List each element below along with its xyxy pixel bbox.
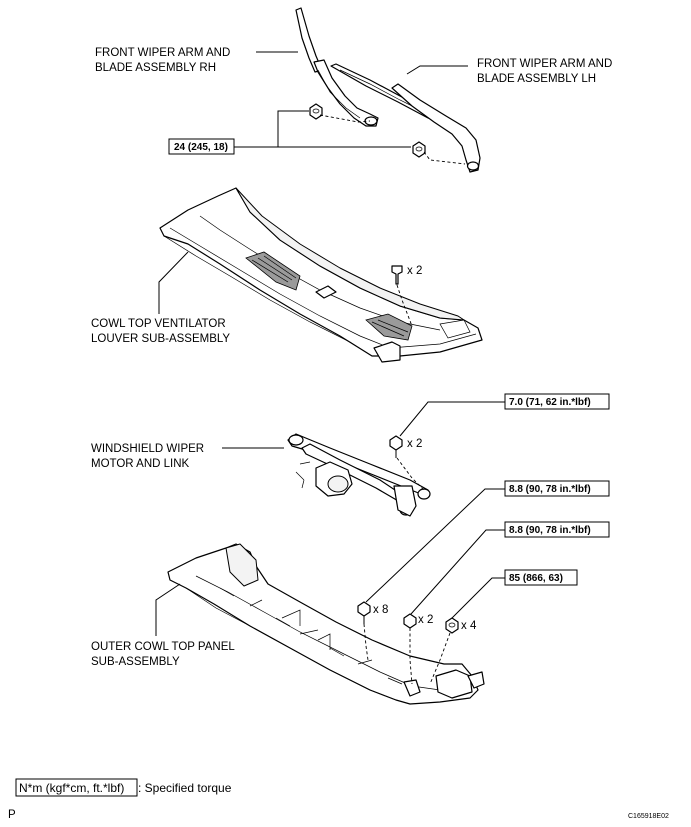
wiper-motor-link-drawing xyxy=(287,433,431,517)
label-wiper-motor-line1: WINDSHIELD WIPER xyxy=(91,443,204,455)
leader-cowl-nut xyxy=(451,577,505,619)
torque-cowl-nut: 85 (866, 63) xyxy=(509,573,563,584)
torque-box-cowl-nut xyxy=(504,569,578,586)
motor-bolt-dashline xyxy=(396,457,425,491)
cowl-nut xyxy=(445,617,459,634)
leader-cowl-bolt-b xyxy=(410,529,505,615)
qty-cowl-bolt-a: x 8 xyxy=(373,604,388,616)
legend-description: : Specified torque xyxy=(138,781,232,795)
leader-cowl-bolt-a xyxy=(365,488,505,603)
leader-wiper-nut xyxy=(234,110,411,148)
wiper-arm-nut-lower xyxy=(412,141,426,158)
cowl-louver-drawing xyxy=(159,187,483,363)
qty-cowl-nut: x 4 xyxy=(461,620,477,632)
label-wiper-lh-line1: FRONT WIPER ARM AND xyxy=(477,58,612,70)
qty-motor-bolt: x 2 xyxy=(407,438,422,450)
torque-box-wiper-nut xyxy=(168,138,235,155)
label-outer-cowl-line1: OUTER COWL TOP PANEL xyxy=(91,641,235,653)
legend-unit-text: N*m (kgf*cm, ft.*lbf) xyxy=(19,781,124,795)
leader-motor-bolt xyxy=(399,401,505,437)
leader-outer-cowl xyxy=(155,583,181,636)
qty-cowl-bolt-b: x 2 xyxy=(418,614,433,626)
wiper-arm-nut-upper xyxy=(309,103,323,120)
label-cowl-louver-line2: LOUVER SUB-ASSEMBLY xyxy=(91,333,230,345)
leader-wiper-lh xyxy=(406,65,468,75)
wiper-arm-rh-drawing xyxy=(295,7,379,127)
torque-cowl-bolt-b: 8.8 (90, 78 in.*lbf) xyxy=(509,525,591,536)
label-cowl-louver-line1: COWL TOP VENTILATOR xyxy=(91,318,226,330)
label-outer-cowl-line2: SUB-ASSEMBLY xyxy=(91,656,180,668)
cowl-nut-dashline xyxy=(429,632,451,685)
cowl-bolt-a xyxy=(357,601,371,624)
torque-box-cowl-bolt-b xyxy=(504,521,610,538)
page-letter: P xyxy=(8,809,16,821)
cowl-bolt-b xyxy=(403,613,417,629)
label-wiper-rh-line2: BLADE ASSEMBLY RH xyxy=(95,62,216,74)
qty-louver-clip: x 2 xyxy=(407,265,422,277)
cowl-bolt-a-dashline xyxy=(363,623,369,661)
label-wiper-rh-line1: FRONT WIPER ARM AND xyxy=(95,47,230,59)
figure-code: C165918E02 xyxy=(628,813,669,820)
leader-cowl-louver xyxy=(158,251,189,314)
label-wiper-lh-line2: BLADE ASSEMBLY LH xyxy=(477,73,596,85)
motor-bolt xyxy=(389,435,403,458)
torque-wiper-nut: 24 (245, 18) xyxy=(174,142,228,153)
outer-cowl-panel-drawing xyxy=(167,543,485,705)
label-wiper-motor-line2: MOTOR AND LINK xyxy=(91,458,190,470)
louver-clip-dashline xyxy=(396,284,413,327)
legend-unit-box xyxy=(15,778,138,797)
louver-clip xyxy=(391,265,403,285)
wiper-arm-lh-drawing xyxy=(330,63,481,173)
torque-box-cowl-bolt-a xyxy=(504,480,610,497)
torque-motor-bolt: 7.0 (71, 62 in.*lbf) xyxy=(509,397,591,408)
torque-box-motor-bolt xyxy=(504,393,610,410)
torque-cowl-bolt-a: 8.8 (90, 78 in.*lbf) xyxy=(509,484,591,495)
